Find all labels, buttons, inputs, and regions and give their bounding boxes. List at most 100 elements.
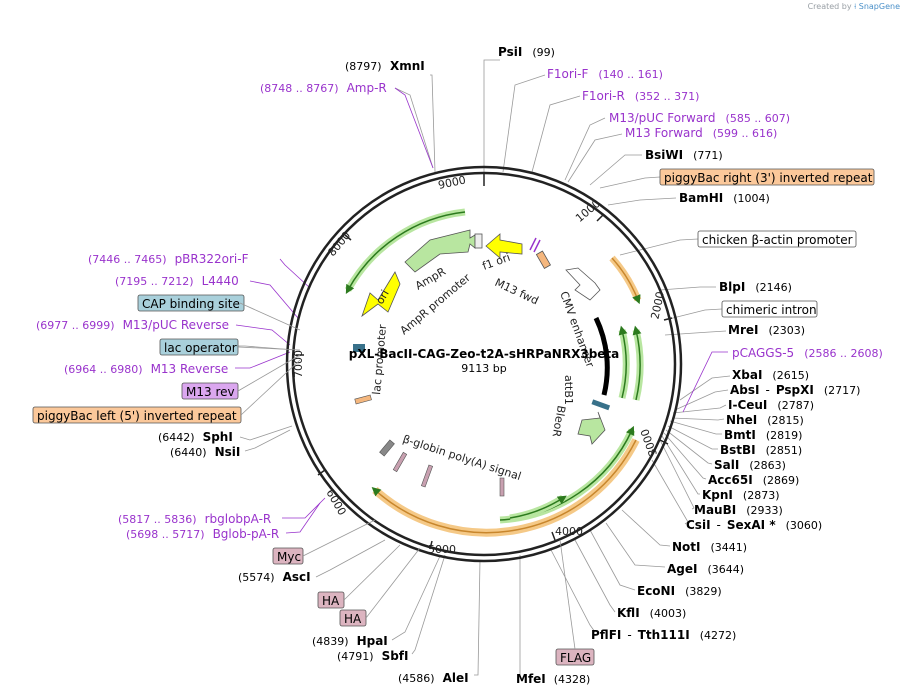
svg-text:(5574)AscI: (5574)AscI xyxy=(238,570,311,584)
chicken-actin-track xyxy=(609,255,642,302)
svg-text:NotI(3441): NotI(3441) xyxy=(672,540,747,554)
svg-text:(6440)NsiI: (6440)NsiI xyxy=(170,445,240,459)
m13-fwd-label: M13 fwd xyxy=(493,276,541,307)
ampr-promoter-box xyxy=(474,233,483,249)
svg-text:I-CeuI(2787): I-CeuI(2787) xyxy=(728,398,814,412)
small-feature-1 xyxy=(499,477,505,497)
f1-ori-arrow xyxy=(485,233,523,259)
lac-operator-box xyxy=(353,344,365,352)
enzyme-pflfi: PflFI xyxy=(591,628,621,642)
primer-rbglobpa-r: rbglobpA-R xyxy=(205,512,272,526)
svg-text:CsiI-SexAI *(3060): CsiI-SexAI *(3060) xyxy=(686,518,822,532)
svg-text:NheI(2815): NheI(2815) xyxy=(726,413,804,427)
enzyme-csii: CsiI xyxy=(686,518,711,532)
snapgene-logo-icon: ⟊ xyxy=(854,2,857,11)
beta-globin-label: β-globin poly(A) signal xyxy=(401,432,523,483)
svg-text:MfeI(4328): MfeI(4328) xyxy=(516,672,590,686)
tick-8000: 8000 xyxy=(325,229,353,259)
svg-text:(5817 .. 5836)rbglobpA-R: (5817 .. 5836)rbglobpA-R xyxy=(118,512,271,526)
svg-text:(4839)HpaI: (4839)HpaI xyxy=(312,634,388,648)
enzyme-kfli: KflI xyxy=(617,606,640,620)
tick-9000: 9000 xyxy=(437,173,467,192)
ha-label-2: HA xyxy=(344,612,362,626)
enzyme-nsii: NsiI xyxy=(215,445,241,459)
enzyme-sali: SalI xyxy=(714,458,739,472)
m13-fwd-box xyxy=(535,250,552,269)
svg-text:AbsI-PspXI(2717): AbsI-PspXI(2717) xyxy=(730,383,860,397)
enzyme-xbai: XbaI xyxy=(732,368,762,382)
piggybac-left-label: piggyBac left (5') inverted repeat xyxy=(37,409,237,423)
svg-text:BlpI(2146): BlpI(2146) xyxy=(719,280,792,294)
chimeric-intron-label: chimeric intron xyxy=(726,303,817,317)
svg-text:BamHI(1004): BamHI(1004) xyxy=(679,191,770,205)
svg-text:BsiWI(771): BsiWI(771) xyxy=(645,148,723,162)
attb1-box xyxy=(591,399,611,411)
cmv-enhancer-arrow xyxy=(565,267,601,301)
svg-text:(7446 .. 7465)pBR322ori-F: (7446 .. 7465)pBR322ori-F xyxy=(88,252,249,266)
snapgene-name: SnapGene xyxy=(858,2,900,11)
ampr-arrow xyxy=(404,229,476,273)
primer-labels: (8748 .. 8767)Amp-R F1ori-F(140 .. 161) … xyxy=(36,67,883,541)
primer-amp-r: Amp-R xyxy=(347,81,387,95)
enzyme-sbfi: SbfI xyxy=(382,649,409,663)
piggybac-right-label: piggyBac right (3') inverted repeat xyxy=(664,171,873,185)
enzyme-bsiwi: BsiWI xyxy=(645,148,683,162)
small-feature-4 xyxy=(379,439,395,457)
svg-text:MauBI(2933): MauBI(2933) xyxy=(694,503,783,517)
plasmid-name: pXL-BacII-CAG-Zeo-t2A-sHRPaNRX3beta xyxy=(349,347,620,361)
svg-text:KpnI(2873): KpnI(2873) xyxy=(702,488,779,502)
enzyme-acc65i: Acc65I xyxy=(708,473,753,487)
enzyme-psii: PsiI xyxy=(498,45,522,59)
svg-text:(6977 .. 6999)M13/pUC Reverse: (6977 .. 6999)M13/pUC Reverse xyxy=(36,318,229,332)
svg-text:MreI(2303): MreI(2303) xyxy=(728,323,805,337)
enzyme-econi: EcoNI xyxy=(637,584,675,598)
enzyme-tth111i: Tth111I xyxy=(638,628,690,642)
bleor-arrow xyxy=(577,411,606,445)
features xyxy=(344,208,644,537)
primer-m13-puc-reverse: M13/pUC Reverse xyxy=(123,318,230,332)
primer-f1ori-r: F1ori-R xyxy=(582,89,625,103)
lac-promoter-label: lac promoter xyxy=(370,324,389,396)
backbone-outer xyxy=(285,165,683,563)
primer-l4440: L4440 xyxy=(202,274,239,288)
primer-m13-puc-forward: M13/pUC Forward xyxy=(609,111,716,125)
svg-text:PflFI-Tth111I(4272): PflFI-Tth111I(4272) xyxy=(591,628,736,642)
enzyme-maubi: MauBI xyxy=(694,503,736,517)
snapgene-branding: Created by ⟊ SnapGene xyxy=(808,2,900,12)
svg-text:(4791)SbfI: (4791)SbfI xyxy=(337,649,409,663)
myc-label: Myc xyxy=(277,550,301,564)
chicken-actin-arrow xyxy=(611,257,641,305)
f1-primer-mark-2 xyxy=(533,239,541,253)
enzyme-labels: PsiI(99) (8797) XmnI BsiWI(771) BamHI(10… xyxy=(158,45,860,686)
enzyme-asci: AscI xyxy=(283,570,311,584)
enzyme-absi: AbsI xyxy=(730,383,759,397)
plasmid-length: 9113 bp xyxy=(461,362,506,375)
enzyme-iceui: I-CeuI xyxy=(728,398,767,412)
attb1-label: attB1 xyxy=(562,375,575,405)
primer-leader-lines xyxy=(235,87,728,534)
f1-ori-label: f1 ori xyxy=(481,251,512,273)
enzyme-bstbi: BstBI xyxy=(720,443,756,457)
lac-operator-label: lac operator xyxy=(164,341,237,355)
tick-2000: 2000 xyxy=(649,290,668,320)
svg-text:Acc65I(2869): Acc65I(2869) xyxy=(708,473,799,487)
svg-text:XbaI(2615): XbaI(2615) xyxy=(732,368,809,382)
svg-text:(7195 .. 7212)L4440: (7195 .. 7212)L4440 xyxy=(115,274,239,288)
ampr-feature-arrow xyxy=(345,211,466,294)
svg-text:M13/pUC Forward(585 .. 607): M13/pUC Forward(585 .. 607) xyxy=(609,111,790,125)
primer-pcaggs-5: pCAGGS-5 xyxy=(732,346,794,360)
boxed-feature-labels: piggyBac right (3') inverted repeat chic… xyxy=(32,168,875,666)
enzyme-mrei: MreI xyxy=(728,323,758,337)
black-feature-arc xyxy=(593,316,610,396)
green-feature-4-arrow xyxy=(509,495,567,519)
svg-text:KflI(4003): KflI(4003) xyxy=(617,606,686,620)
tick-7000: 7000 xyxy=(292,350,305,378)
leader-lines xyxy=(238,59,731,677)
m13-rev-label: M13 rev xyxy=(186,385,235,399)
svg-text:(8748 .. 8767)Amp-R: (8748 .. 8767)Amp-R xyxy=(260,81,387,95)
small-feature-2 xyxy=(420,464,434,488)
tick-4000: 4000 xyxy=(555,525,583,538)
chicken-actin-label: chicken β-actin promoter xyxy=(702,233,853,247)
enzyme-alei: AleI xyxy=(443,671,469,685)
